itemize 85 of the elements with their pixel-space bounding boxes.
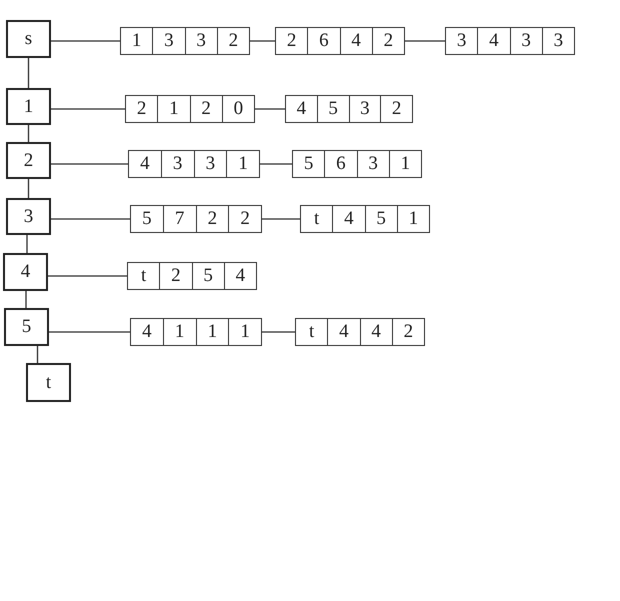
record-box [445,27,575,55]
record-box [120,27,250,55]
connector-line [26,235,28,253]
record-field: 2 [159,263,192,289]
record-field: 1 [157,96,190,122]
record-box [295,318,425,346]
record-box [130,318,262,346]
record-field: 2 [392,319,424,345]
record-field: 2 [276,28,308,54]
connector-line [48,275,127,277]
vertex-box: 4 [3,253,48,291]
connector-line [250,40,275,42]
vertex-box: t [26,363,71,402]
connector-line [405,40,445,42]
record-field: 4 [340,28,372,54]
vertex-box: 5 [4,308,49,346]
record-field: 2 [372,28,404,54]
record-field: 5 [316,96,348,122]
record-field: 7 [162,206,196,232]
vertex-box: 3 [6,198,51,235]
record-field: 6 [324,151,356,177]
record-field: 4 [129,151,161,177]
record-field: 3 [356,151,389,177]
record-field: 2 [190,96,222,122]
record-field: 2 [216,28,249,54]
connector-line [51,108,125,110]
record-field: 4 [477,28,510,54]
record-field: t [296,319,328,345]
record-box [300,205,430,233]
record-field: 3 [160,151,194,177]
connector-line [51,163,128,165]
connector-line [49,331,130,333]
record-box [125,95,255,123]
record-field: 3 [152,28,184,54]
record-field: 4 [286,96,317,122]
record-field: 3 [348,96,380,122]
connector-line [262,218,300,220]
vertex-box: s [6,20,51,58]
connector-line [28,179,30,198]
record-field: 1 [388,151,421,177]
record-field: t [301,206,332,232]
record-field: 3 [446,28,478,54]
connector-line [262,331,295,333]
record-box [275,27,405,55]
record-field: 4 [327,319,360,345]
record-field: 4 [332,206,364,232]
record-field: 5 [131,206,163,232]
connector-line [260,163,292,165]
record-field: 5 [364,206,397,232]
record-field: 3 [194,151,226,177]
record-box [292,150,422,178]
record-field: 1 [196,319,228,345]
record-field: 3 [184,28,217,54]
record-field: 5 [293,151,324,177]
record-field: 2 [380,96,412,122]
record-field: 4 [224,263,256,289]
connector-line [25,291,27,308]
record-field: 5 [192,263,224,289]
connector-line [36,346,38,363]
record-field: 1 [226,151,259,177]
connector-line [51,218,130,220]
record-field: 6 [307,28,340,54]
record-field: t [128,263,160,289]
record-field: 1 [121,28,152,54]
connector-line [51,40,120,42]
vertex-box: 1 [6,88,51,125]
connector-line [28,58,30,88]
record-box [285,95,413,123]
record-box [130,205,262,233]
record-box [127,262,257,290]
record-field: 2 [196,206,228,232]
record-field: 1 [396,206,429,232]
record-field: 0 [222,96,254,122]
vertex-box: 2 [6,142,51,179]
record-field: 4 [131,319,163,345]
record-field: 1 [228,319,261,345]
record-field: 2 [126,96,158,122]
record-field: 3 [542,28,574,54]
record-field: 4 [360,319,392,345]
record-box [128,150,260,178]
connector-line [28,125,30,142]
record-field: 1 [162,319,196,345]
record-field: 2 [228,206,261,232]
record-field: 3 [510,28,542,54]
connector-line [255,108,285,110]
